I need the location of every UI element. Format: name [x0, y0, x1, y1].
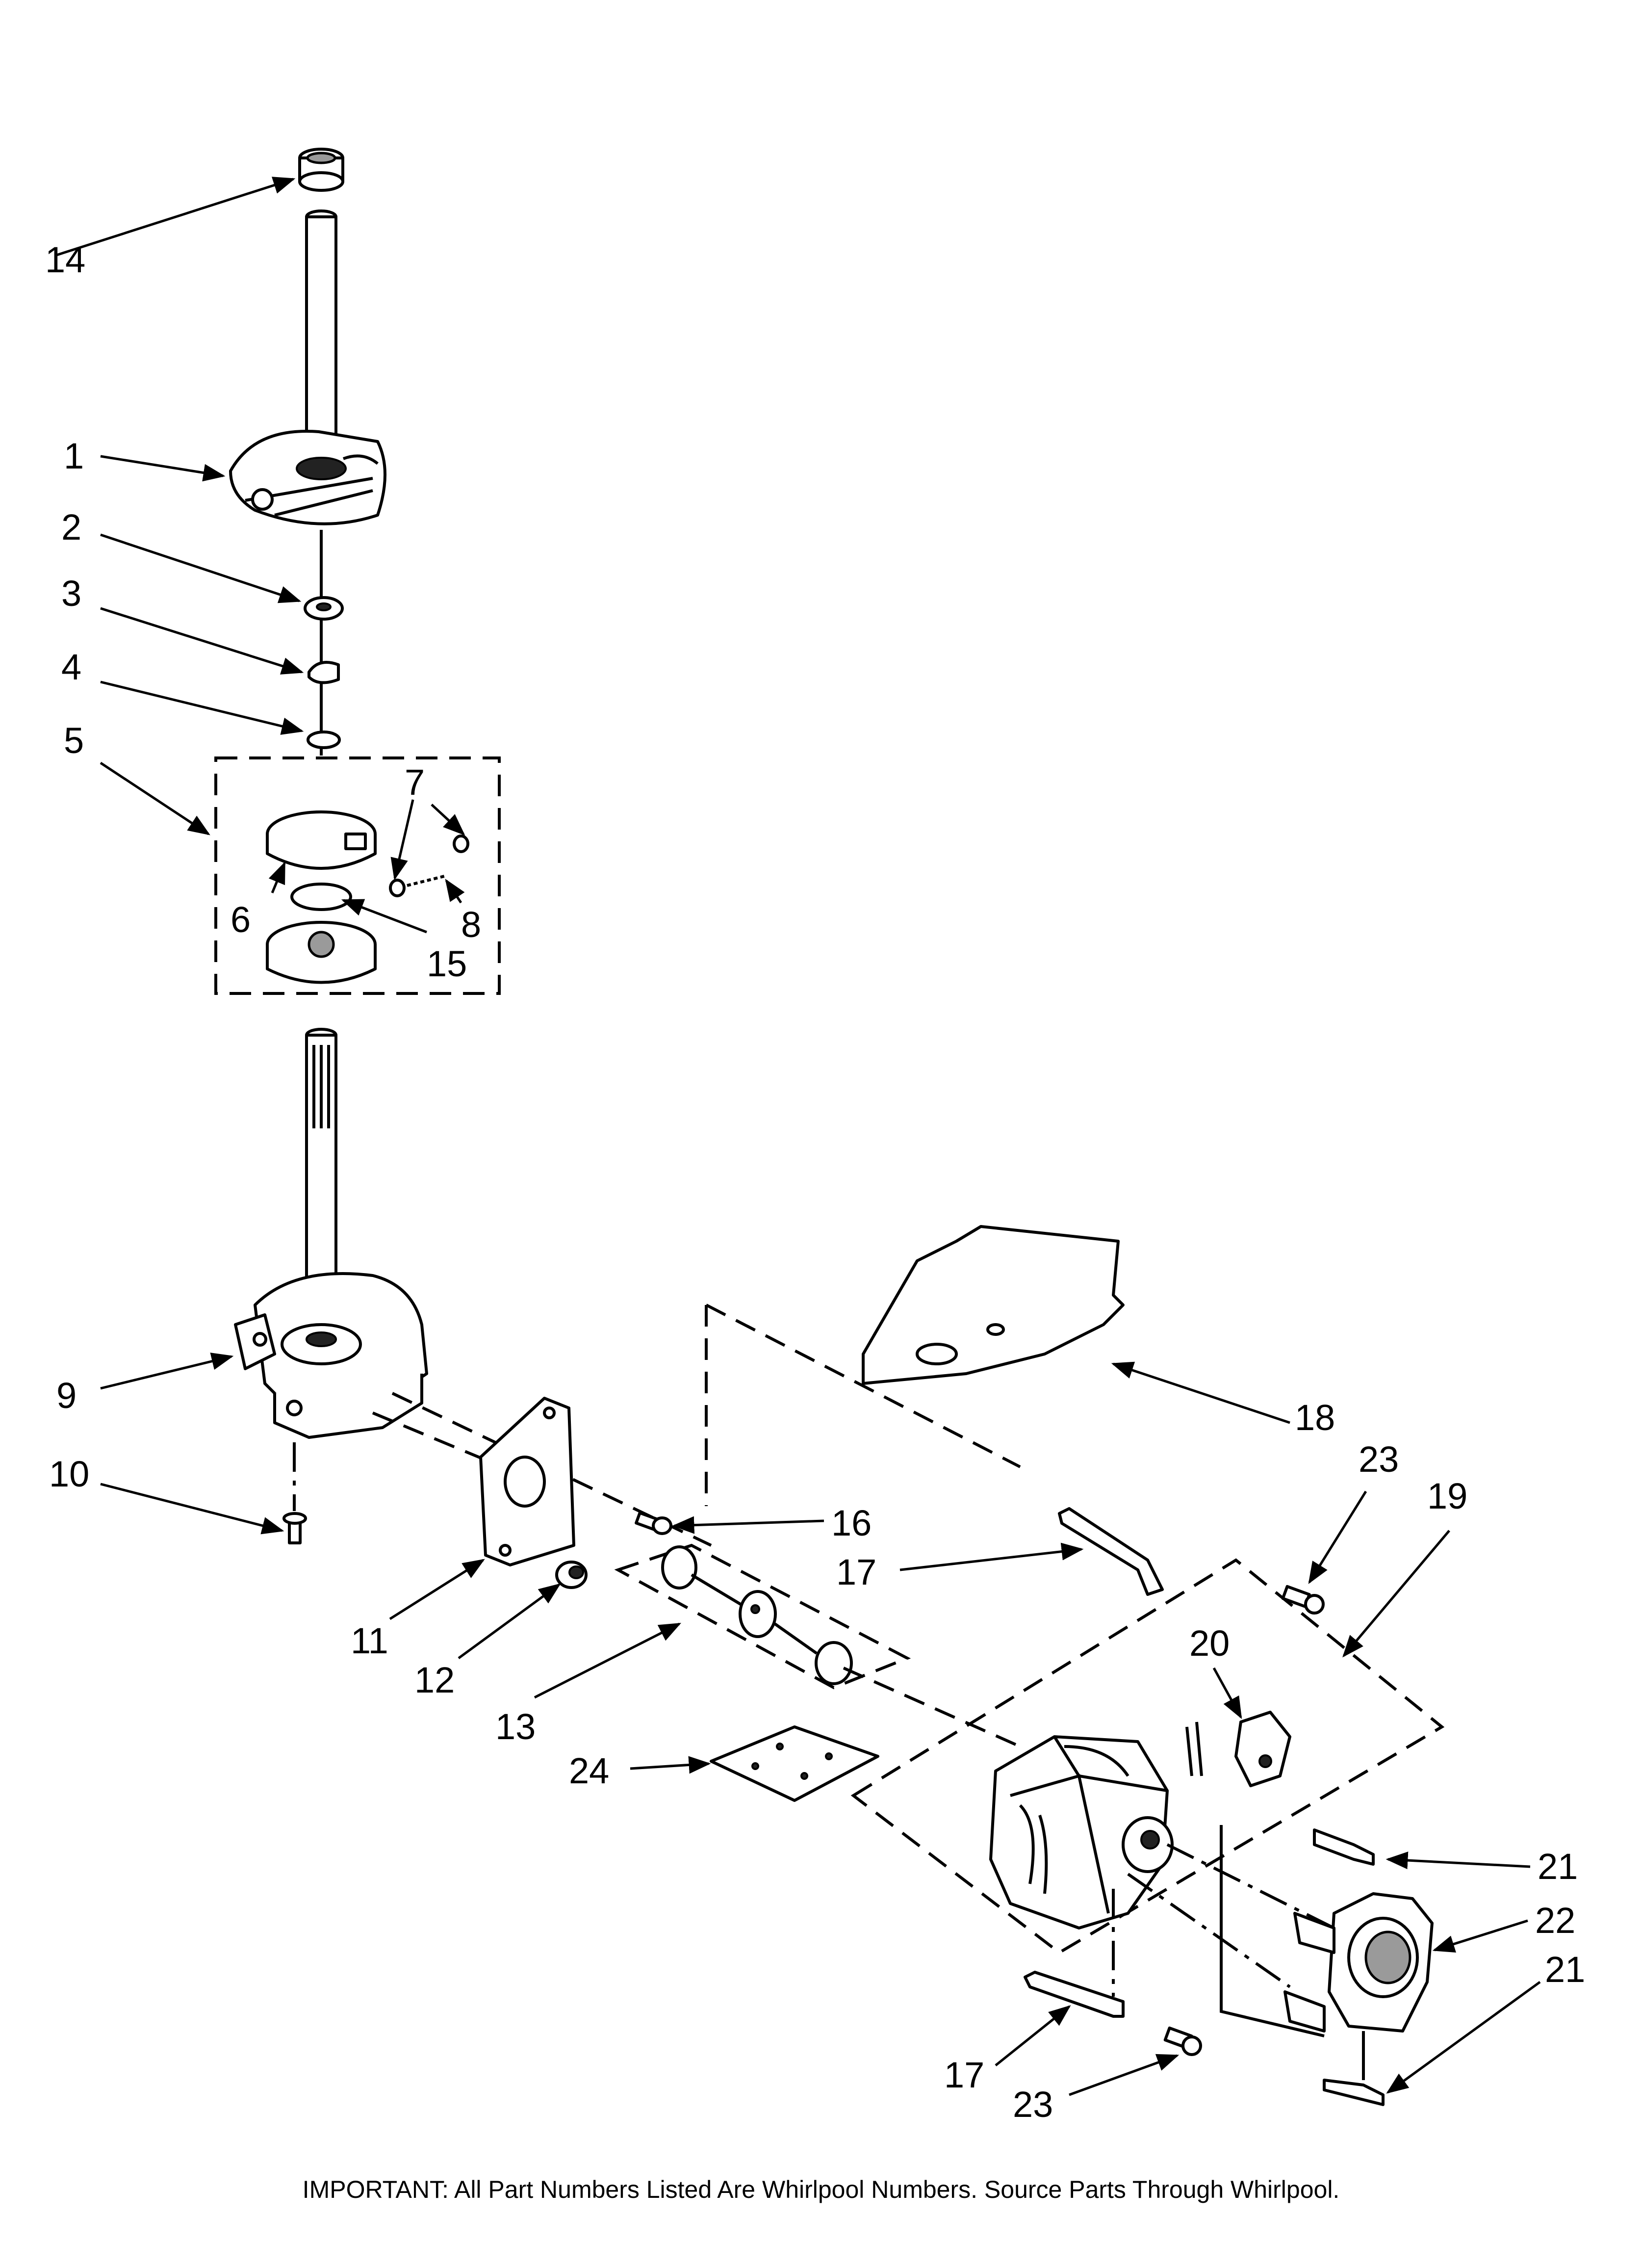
- callout-21-upper: 21: [1538, 1846, 1578, 1887]
- nut-part-12: [555, 1561, 588, 1589]
- motor-switch-part: [1185, 1711, 1291, 1787]
- callout-3: 3: [61, 573, 81, 614]
- callout-19: 19: [1427, 1476, 1467, 1516]
- bracket-part-17a: [1058, 1507, 1164, 1596]
- callout-17-lower: 17: [944, 2055, 984, 2095]
- callout-9: 9: [56, 1375, 77, 1416]
- pump-part: [1283, 1892, 1434, 2033]
- callout-8: 8: [461, 904, 481, 945]
- callout-5: 5: [64, 720, 84, 761]
- leader-lines: [56, 177, 1541, 2096]
- callout-4: 4: [61, 647, 81, 687]
- clip-part-21a: [1313, 1828, 1375, 1866]
- retaining-ring-part: [307, 730, 341, 749]
- callout-11: 11: [351, 1620, 388, 1661]
- screw-part-16: [635, 1511, 672, 1535]
- clip-part-21b: [1323, 2079, 1385, 2106]
- callout-13: 13: [495, 1706, 536, 1747]
- callout-20: 20: [1189, 1623, 1230, 1664]
- callout-15: 15: [427, 943, 467, 984]
- callout-10: 10: [49, 1454, 89, 1494]
- clutch-yoke-part: [290, 883, 352, 911]
- seal-ring-part: [298, 148, 344, 192]
- clutch-spring-part: [389, 834, 469, 897]
- clip-part: [308, 661, 340, 684]
- mounting-plate-part: [479, 1397, 575, 1566]
- callout-18: 18: [1295, 1397, 1335, 1438]
- coupling-part: [661, 1545, 853, 1685]
- screw-part-23a: [1281, 1585, 1325, 1615]
- bracket-part-17b: [1024, 1971, 1125, 2018]
- callout-1: 1: [64, 436, 84, 476]
- guide-line-b: [705, 1303, 1021, 1506]
- motor-assembly-box: [850, 1558, 1445, 1955]
- clutch-band-part: [266, 810, 377, 870]
- callout-22: 22: [1535, 1900, 1575, 1941]
- brake-cam-part: [229, 430, 386, 525]
- callout-16: 16: [831, 1503, 872, 1543]
- callout-23-lower: 23: [1013, 2084, 1053, 2125]
- shield-panel-part: [862, 1225, 1125, 1385]
- washer-part: [304, 596, 344, 621]
- screw-part-23b: [1163, 2026, 1202, 2056]
- upper-shaft-part: [305, 209, 337, 459]
- gearcase-part: [234, 1272, 428, 1439]
- callout-6: 6: [231, 899, 251, 940]
- clutch-drum-part: [266, 921, 377, 984]
- callout-17-upper: 17: [836, 1552, 876, 1592]
- pad-part: [710, 1725, 879, 1802]
- callout-24: 24: [569, 1750, 609, 1791]
- callout-12: 12: [414, 1660, 455, 1700]
- motor-part: [989, 1735, 1174, 1929]
- callout-14: 14: [45, 239, 85, 280]
- callout-7: 7: [405, 762, 425, 803]
- important-footer-note: IMPORTANT: All Part Numbers Listed Are W…: [303, 2176, 1340, 2203]
- screw-part-10: [282, 1442, 307, 1544]
- callout-labels: 14 1 2 3 4 5 7 6 8 15 9 10 11 12 13 16 1…: [45, 239, 1585, 2125]
- callout-2: 2: [61, 507, 81, 547]
- clutch-assembly-box: [214, 756, 501, 995]
- callout-21-lower: 21: [1545, 1949, 1585, 1990]
- callout-23-upper: 23: [1359, 1439, 1399, 1480]
